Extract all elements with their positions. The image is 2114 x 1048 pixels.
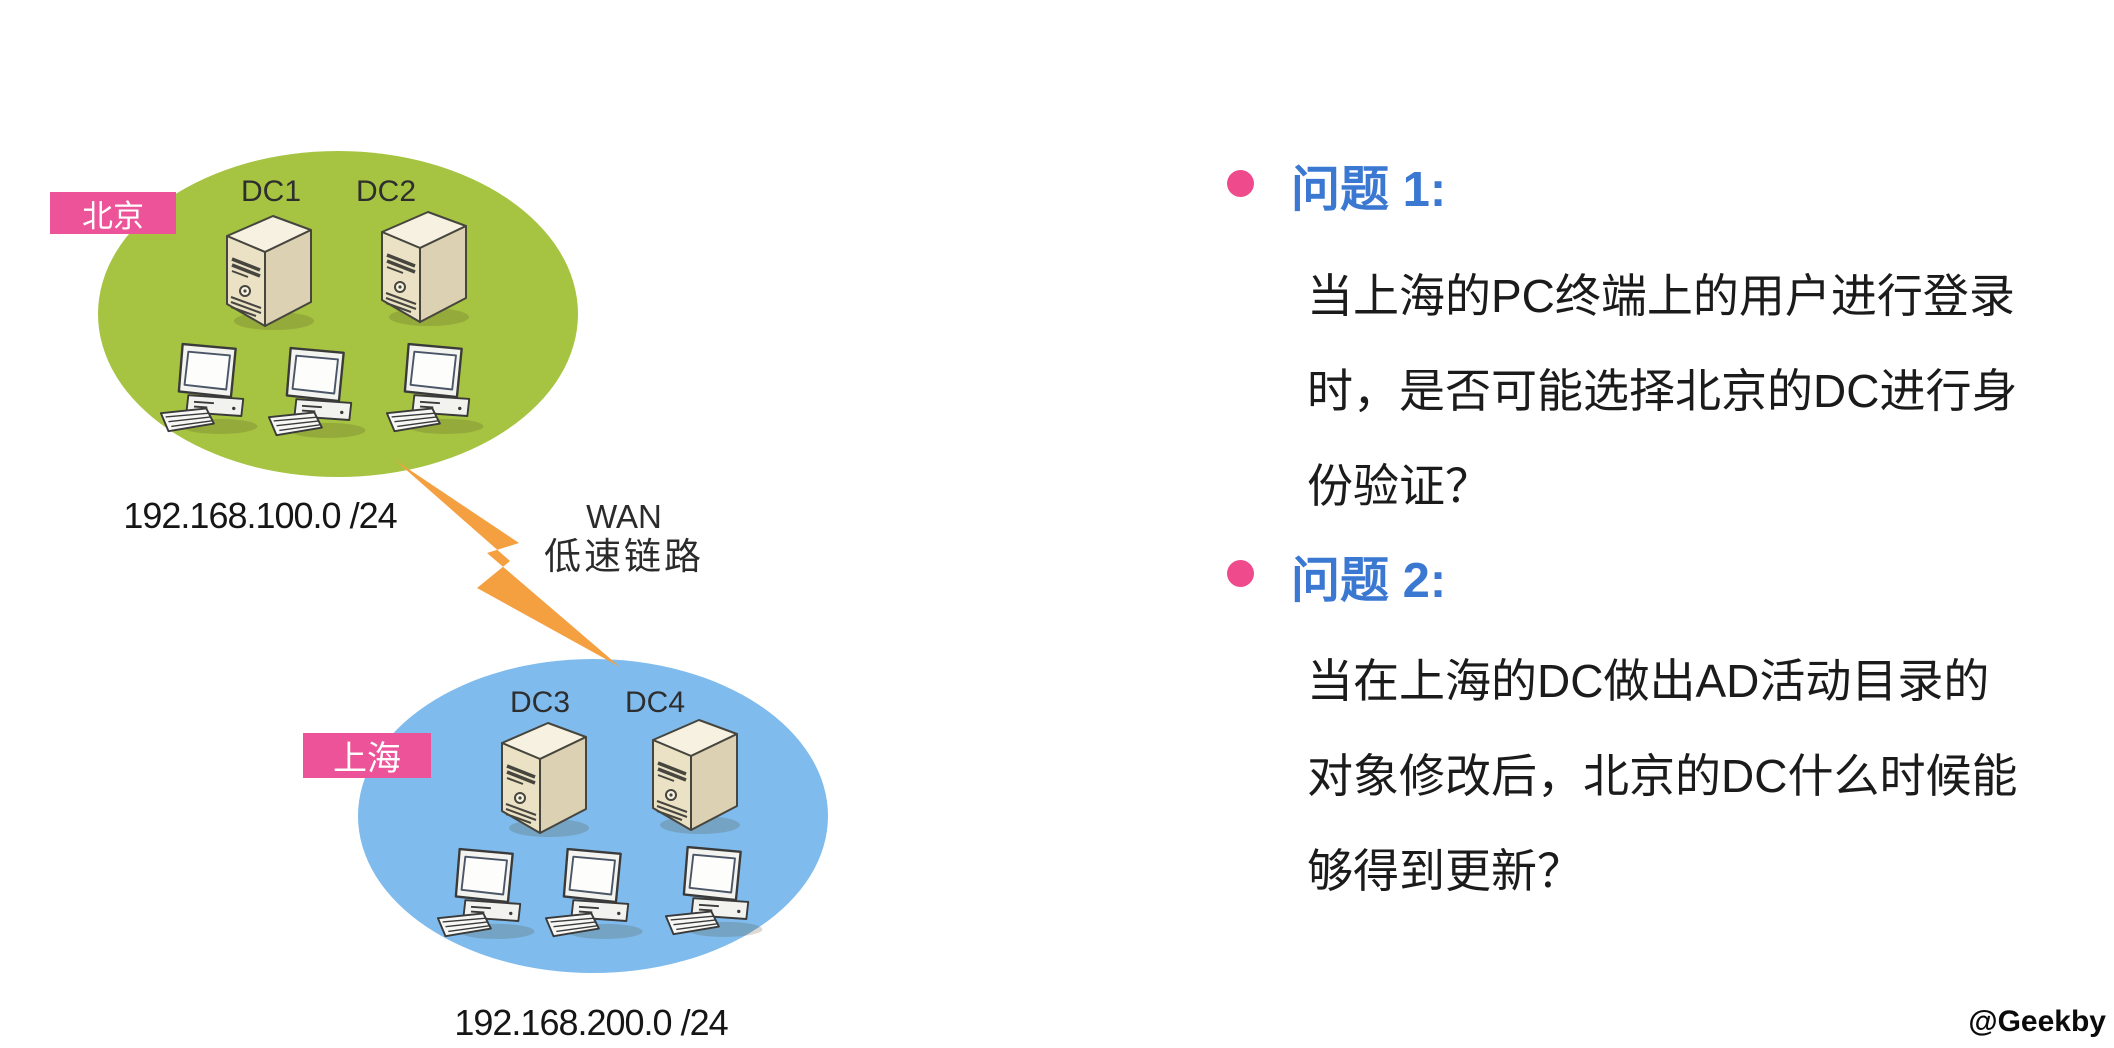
pc-icon-shanghai-3 [664,845,764,939]
question-2-line1: 当在上海的DC做出AD活动目录的 [1307,655,1990,707]
server-label-dc3: DC3 [509,686,571,719]
server-label-dc2: DC2 [355,175,417,208]
question-2-title: 问题 2: [1291,554,1447,608]
watermark-credit: @Geekby [1968,1005,2106,1038]
question-1-text: 当上海的PC终端上的用户进行登录 时，是否可能选择北京的DC进行身 份验证？ [1307,249,2018,534]
server-icon-dc2 [380,210,471,327]
wan-link-label: WAN 低速链路 [544,500,704,576]
beijing-subnet-label: 192.168.100.0 /24 [123,495,397,536]
pc-icon-shanghai-2 [544,847,644,941]
pc-icon-beijing-3 [385,342,485,436]
server-icon-dc1 [225,214,316,331]
server-icon-dc4 [651,718,742,835]
question-1-title: 问题 1: [1291,163,1447,217]
server-label-dc4: DC4 [624,686,686,719]
question-2-line2: 对象修改后，北京的DC什么时候能 [1307,750,2018,802]
question-1-line3: 份验证？ [1307,460,1491,512]
bullet-icon-q2 [1227,560,1254,587]
question-2-line3: 够得到更新？ [1307,845,1583,897]
question-1-line1: 当上海的PC终端上的用户进行登录 [1307,270,2015,322]
server-label-dc1: DC1 [240,175,302,208]
shanghai-subnet-label: 192.168.200.0 /24 [454,1002,728,1043]
pc-icon-beijing-1 [159,342,259,436]
bullet-icon-q1 [1227,170,1254,197]
question-1-line2: 时，是否可能选择北京的DC进行身 [1307,365,2018,417]
pc-icon-beijing-2 [267,346,367,440]
wan-label-line1: WAN [586,498,662,535]
server-icon-dc3 [500,721,591,838]
beijing-label: 北京 [50,192,176,234]
pc-icon-shanghai-1 [436,847,536,941]
wan-label-line2: 低速链路 [544,536,704,577]
shanghai-label: 上海 [303,733,431,778]
question-2-text: 当在上海的DC做出AD活动目录的 对象修改后，北京的DC什么时候能 够得到更新？ [1307,634,2018,919]
